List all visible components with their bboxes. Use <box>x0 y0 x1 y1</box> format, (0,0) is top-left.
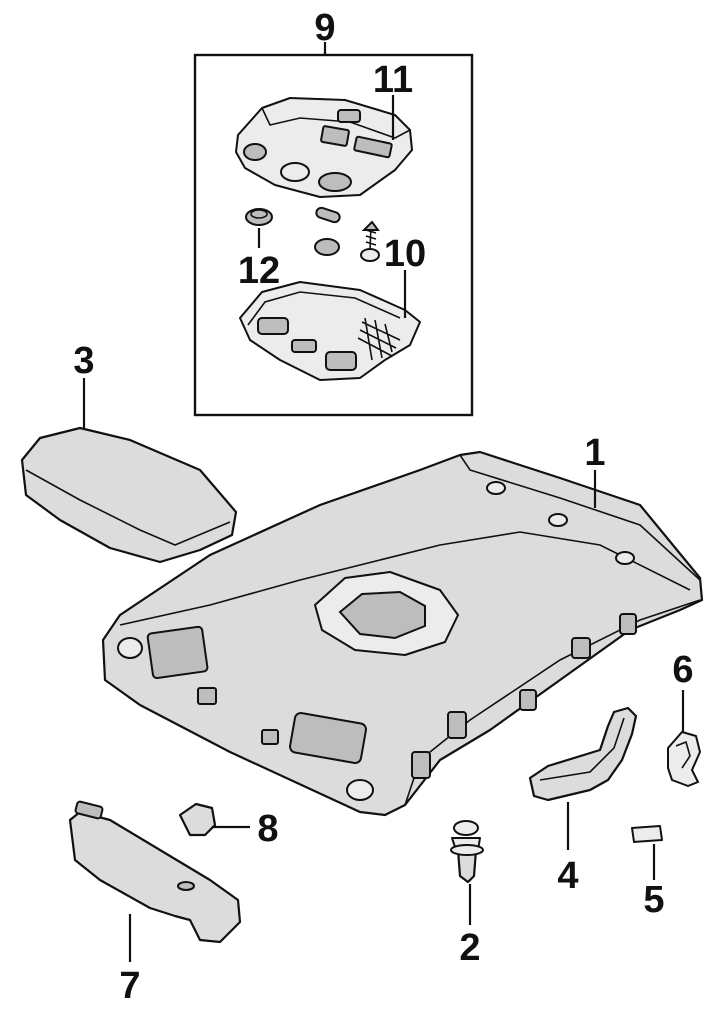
callout-7: 7 <box>119 965 140 1007</box>
callout-5: 5 <box>643 879 664 921</box>
lamp-housing[interactable] <box>235 97 413 198</box>
callout-9: 9 <box>314 7 335 49</box>
handle-cap[interactable] <box>631 825 663 880</box>
callout-8: 8 <box>257 808 278 850</box>
push-pin-clip[interactable] <box>450 820 484 925</box>
dome-lamp-frame <box>193 53 474 417</box>
callout-2: 2 <box>459 927 480 969</box>
grab-handle[interactable] <box>528 706 638 850</box>
sun-visor[interactable] <box>68 800 242 962</box>
screw <box>360 220 380 262</box>
small-bulb-pieces <box>314 206 341 256</box>
callout-3: 3 <box>73 340 94 382</box>
lamp-lens[interactable] <box>239 281 421 381</box>
headliner[interactable] <box>101 450 704 817</box>
visor-holder[interactable] <box>178 802 250 837</box>
sunroof-panel[interactable] <box>20 378 238 564</box>
callout-11: 11 <box>373 59 413 101</box>
callout-10: 10 <box>384 233 426 275</box>
retainer-clip[interactable] <box>667 690 701 787</box>
callout-6: 6 <box>672 649 693 691</box>
bulb[interactable] <box>245 208 273 226</box>
callout-12: 12 <box>238 250 280 292</box>
callout-1: 1 <box>584 432 605 474</box>
callout-4: 4 <box>557 855 578 897</box>
dome-lamp-assembly-group <box>193 42 474 417</box>
